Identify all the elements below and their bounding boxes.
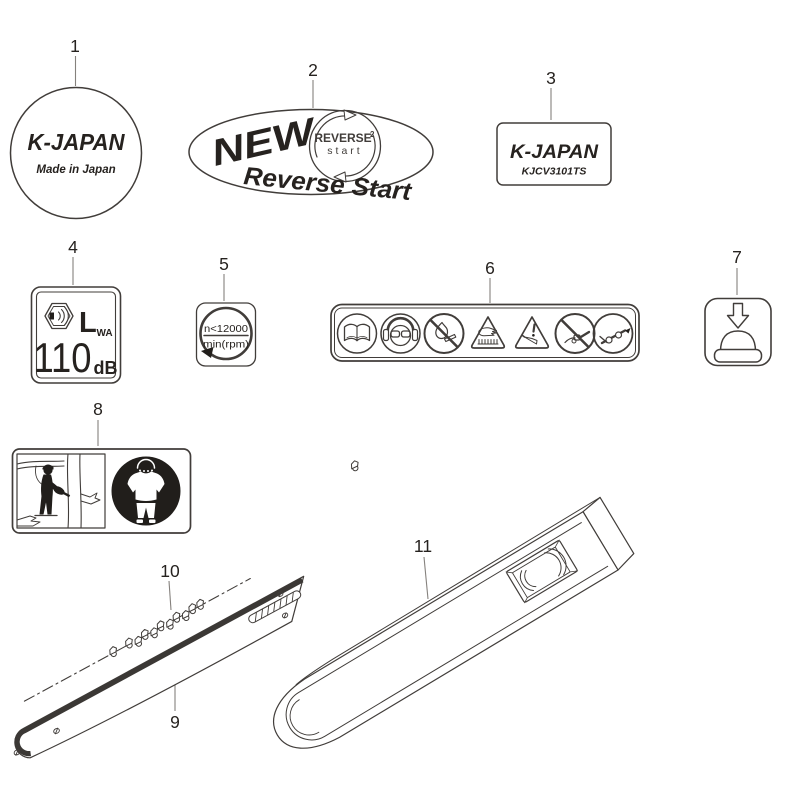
part-number-5: 5 [219,254,229,274]
part-number-9: 9 [170,712,180,732]
part-11-guide-bar-cover [273,496,635,749]
part-5-rpm-plate: n<12000 min(rpm) [195,302,257,367]
part-4-noise-level-plate: L WA 110 dB [30,286,122,384]
part-number-4: 4 [68,237,78,257]
part-number-3: 3 [546,68,556,88]
bar-rail-band [14,577,304,757]
origin-text: Made in Japan [36,164,115,176]
kickback-warning-icon [514,316,550,349]
leader-line-11 [423,556,429,600]
bar-holes [13,590,289,756]
strip-inner [334,307,636,358]
cover-top-thickness-line [295,496,601,686]
hold-saw-with-both-hands-icon [592,313,634,354]
part-number-8: 8 [93,399,103,419]
logo-sup: 2 [370,130,375,139]
no-one-handed-use-icon [554,313,596,354]
brand-text: K-JAPAN [510,142,599,163]
slot-hatching [254,592,294,622]
logo-sub: start [327,145,362,157]
part-1-round-brand-label: K-JAPAN Made in Japan [9,86,143,220]
part-number-11: 11 [413,536,433,556]
speaker-horn-icon [44,302,74,330]
part-8-ppe-label [11,448,192,534]
cover-clip-window [505,539,579,604]
rpm-limit: n<12000 [204,323,248,335]
wear-ear-eye-protection-icon [380,313,421,354]
hot-surface-warning-icon [470,316,506,349]
cover-inner-contour [285,522,609,741]
read-manual-icon [336,313,378,354]
logo-word: REVERSE [314,131,371,145]
part-number-2: 2 [308,60,318,80]
label-circle [9,86,143,220]
brand-text: K-JAPAN [28,129,126,155]
guide-bar [13,575,305,759]
wear-protective-clothing-icon [111,456,181,526]
label-oval [188,108,434,196]
lwa-sub: WA [97,328,113,339]
plate-outline [496,122,612,186]
tree-work-scene-icon [16,453,106,529]
part-number-7: 7 [732,247,742,267]
press-primer-bulb-icon [713,302,763,363]
plate-outer [30,286,122,384]
part-number-1: 1 [70,36,80,56]
reverse-cycle-logo-icon: REVERSE 2 start [308,109,382,183]
rotation-arrow-icon [199,306,253,361]
model-text: KJCV3101TS [522,166,587,178]
rpm-unit: min(rpm) [203,339,249,351]
leader-line-10 [168,580,172,611]
part-2-reverse-start-label: REVERSE 2 start NEW Reverse Start [188,108,434,206]
part-3-model-plate: K-JAPAN KJCV3101TS [496,122,612,186]
part-7-primer-label [704,297,772,367]
lwa-symbol: L [79,307,97,339]
plate-inner [35,291,117,379]
part-number-6: 6 [485,258,495,278]
part-9-guide-bar-and-part-10-chain [13,459,362,759]
cover-cap-inner-line [289,699,320,736]
part-number-10: 10 [160,561,180,581]
part-6-safety-pictogram-strip [330,303,640,362]
no-open-flame-icon [423,313,465,354]
noise-unit: dB [94,358,118,378]
noise-value: 110 [34,334,92,381]
